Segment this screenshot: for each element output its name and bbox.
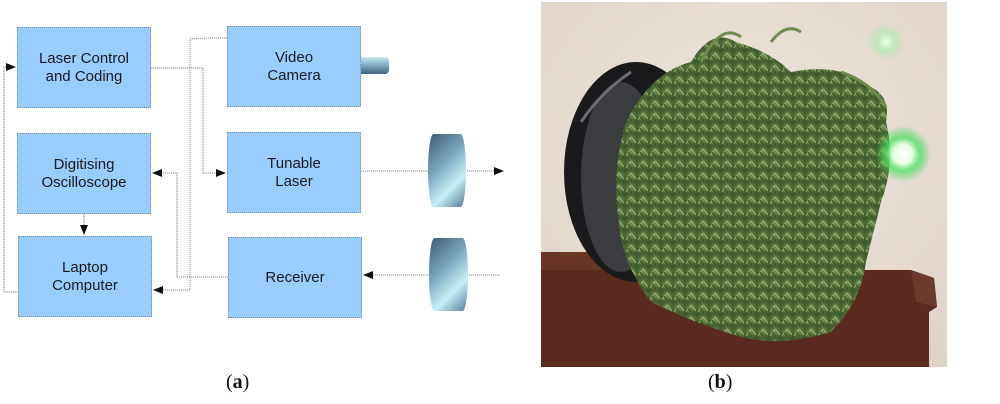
caption-a-letter: a xyxy=(232,371,243,393)
caption-a-open: ( xyxy=(226,371,233,393)
laptop-computer-block: Laptop Computer xyxy=(18,236,152,317)
receiver-block: Receiver xyxy=(228,237,362,318)
caption-b-open: ( xyxy=(708,371,715,393)
caption-b-letter: b xyxy=(714,371,726,393)
tunable-laser-block: Tunable Laser xyxy=(227,132,361,213)
caption-b-close: ) xyxy=(725,371,733,393)
shrub-laser-photo xyxy=(541,2,947,367)
caption-a-close: ) xyxy=(242,371,250,393)
receive-lens-icon xyxy=(429,238,468,311)
caption-a: (a) xyxy=(226,371,249,394)
camera-lens-icon xyxy=(361,57,389,74)
caption-b: (b) xyxy=(708,371,732,394)
photo-illustration xyxy=(541,2,947,367)
laser-control-block: Laser Control and Coding xyxy=(17,27,151,108)
block-diagram-panel: Laser Control and Coding Video Camera Di… xyxy=(3,26,504,394)
oscilloscope-block: Digitising Oscilloscope xyxy=(17,133,151,214)
transmit-lens-icon xyxy=(428,134,466,207)
video-camera-block: Video Camera xyxy=(227,26,361,107)
